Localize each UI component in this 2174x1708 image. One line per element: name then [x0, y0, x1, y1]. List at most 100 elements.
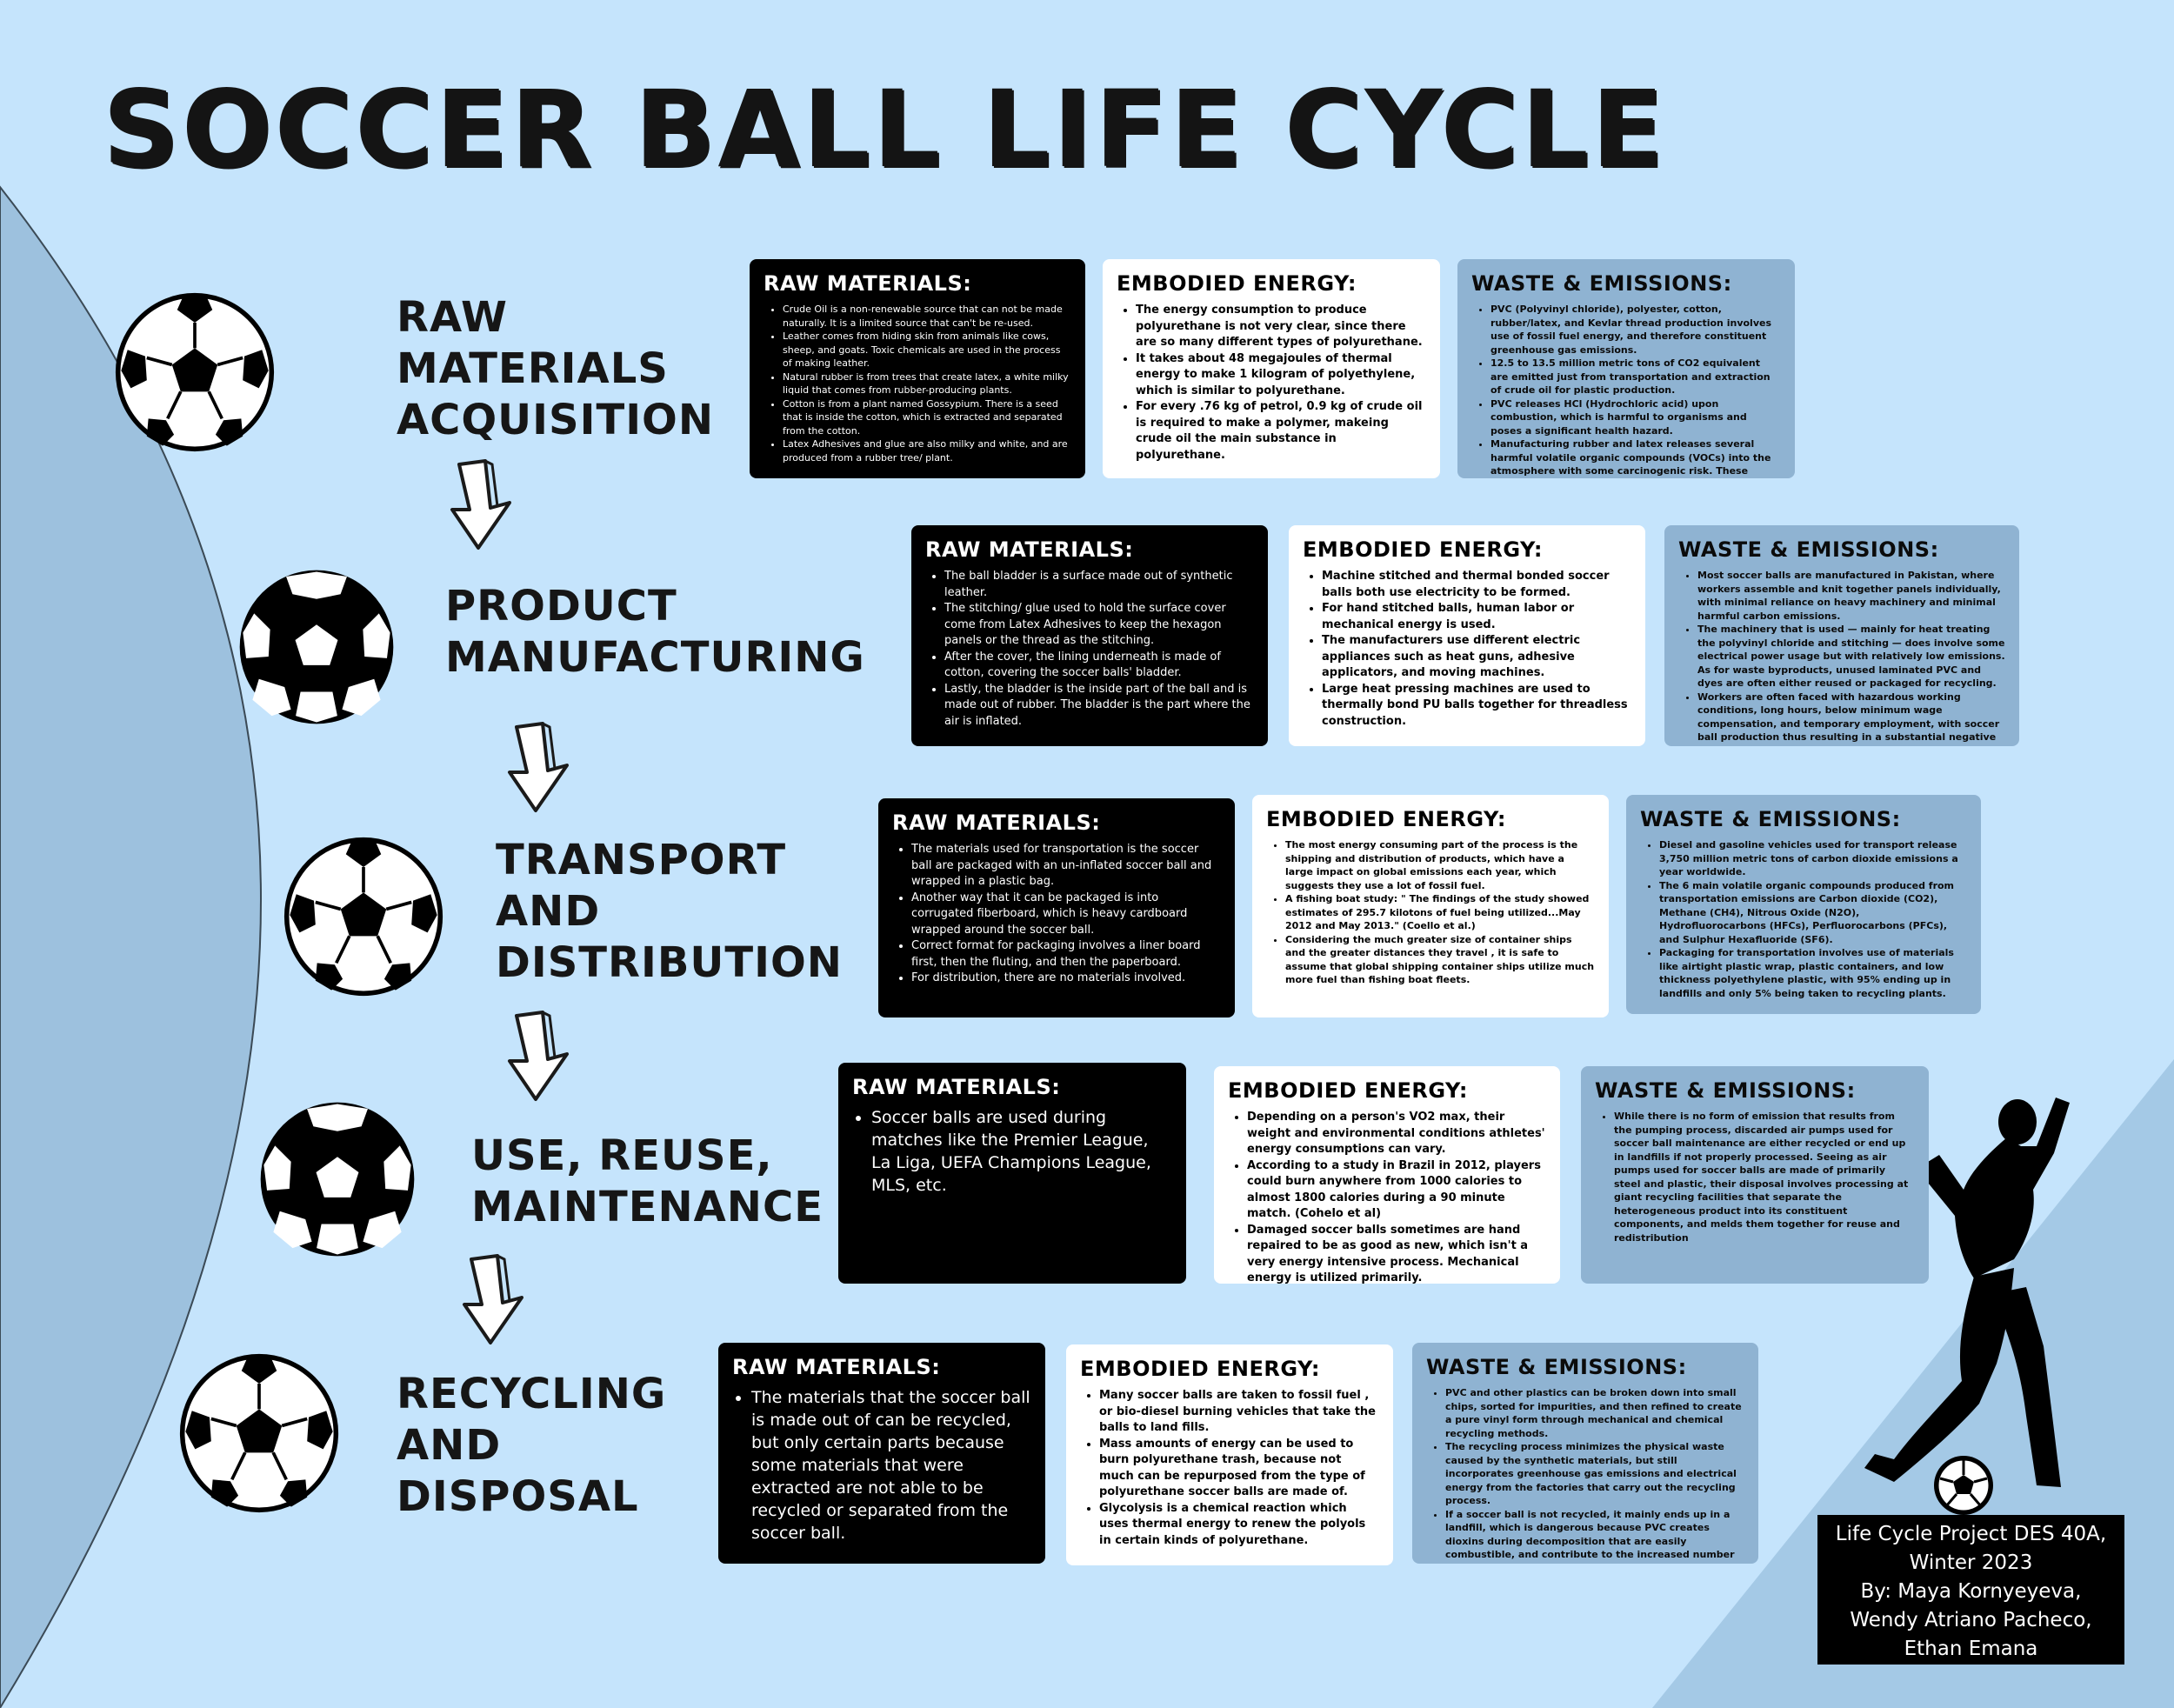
- card-list: PVC and other plastics can be broken dow…: [1426, 1386, 1744, 1564]
- stage4-raw-materials-card: RAW MATERIALS: Soccer balls are used dur…: [838, 1063, 1186, 1284]
- list-item: The 6 main volatile organic compounds pr…: [1659, 879, 1967, 947]
- stage-label-use-reuse-maintenance: USE, REUSE, MAINTENANCE: [471, 1131, 824, 1231]
- list-item: PVC (Polyvinyl chloride), polyester, cot…: [1490, 303, 1781, 357]
- list-item: Most soccer balls are manufactured in Pa…: [1697, 569, 2005, 623]
- stage-label-product-manufacturing: PRODUCT MANUFACTURING: [445, 582, 865, 682]
- credits-box: Life Cycle Project DES 40A, Winter 2023 …: [1817, 1515, 2124, 1665]
- list-item: After the cover, the lining underneath i…: [944, 650, 1254, 682]
- card-heading: WASTE & EMISSIONS:: [1426, 1355, 1687, 1379]
- list-item: According to a study in Brazil in 2012, …: [1247, 1158, 1546, 1223]
- list-item: Another way that it can be packaged is i…: [911, 891, 1221, 939]
- list-item: It takes about 48 megajoules of thermal …: [1136, 351, 1426, 400]
- stage4-waste-emissions-card: WASTE & EMISSIONS: While there is no for…: [1581, 1066, 1929, 1284]
- card-list: Most soccer balls are manufactured in Pa…: [1678, 569, 2005, 746]
- card-list: Diesel and gasoline vehicles used for tr…: [1640, 838, 1967, 1000]
- stage3-raw-materials-card: RAW MATERIALS: The materials used for tr…: [878, 798, 1235, 1017]
- stage4-embodied-energy-card: EMBODIED ENERGY: Depending on a person's…: [1214, 1066, 1560, 1284]
- list-item: Large heat pressing machines are used to…: [1322, 682, 1631, 731]
- list-item: The ball bladder is a surface made out o…: [944, 569, 1254, 601]
- page-title: SOCCER BALL LIFE CYCLE: [103, 68, 1667, 191]
- stage5-raw-materials-card: RAW MATERIALS: The materials that the so…: [718, 1343, 1045, 1564]
- stage2-waste-emissions-card: WASTE & EMISSIONS: Most soccer balls are…: [1664, 525, 2019, 746]
- card-heading: RAW MATERIALS:: [764, 271, 972, 296]
- list-item: Cotton is from a plant named Gossypium. …: [783, 397, 1071, 438]
- card-list: The ball bladder is a surface made out o…: [925, 569, 1254, 730]
- list-item: Lastly, the bladder is the inside part o…: [944, 682, 1254, 731]
- card-heading: EMBODIED ENERGY:: [1266, 807, 1506, 831]
- card-heading: WASTE & EMISSIONS:: [1595, 1078, 1856, 1103]
- list-item: The recycling process minimizes the phys…: [1445, 1440, 1744, 1508]
- list-item: For distribution, there are no materials…: [911, 971, 1221, 987]
- card-heading: WASTE & EMISSIONS:: [1471, 271, 1732, 296]
- list-item: Manufacturing rubber and latex releases …: [1490, 437, 1781, 478]
- list-item: Many soccer balls are taken to fossil fu…: [1099, 1388, 1379, 1437]
- stage-label-raw-materials-acquisition: RAW MATERIALS ACQUISITION: [397, 293, 715, 444]
- down-arrow-icon: [450, 459, 511, 550]
- card-heading: WASTE & EMISSIONS:: [1640, 807, 1901, 831]
- list-item: Depending on a person's VO2 max, their w…: [1247, 1110, 1546, 1158]
- soccer-ball-icon: [283, 837, 443, 997]
- stage-label-transport-distribution: TRANSPORT AND DISTRIBUTION: [496, 836, 843, 987]
- card-list: Many soccer balls are taken to fossil fu…: [1080, 1388, 1379, 1549]
- list-item: PVC and other plastics can be broken dow…: [1445, 1386, 1744, 1440]
- card-list: Depending on a person's VO2 max, their w…: [1228, 1110, 1546, 1284]
- down-arrow-icon: [463, 1254, 523, 1344]
- down-arrow-icon: [508, 1011, 569, 1101]
- list-item: The most energy consuming part of the pr…: [1285, 838, 1595, 892]
- list-item: A fishing boat study: " The findings of …: [1285, 892, 1595, 933]
- stage3-waste-emissions-card: WASTE & EMISSIONS: Diesel and gasoline v…: [1626, 795, 1981, 1014]
- list-item: Considering the much greater size of con…: [1285, 933, 1595, 987]
- list-item: Workers are often faced with hazardous w…: [1697, 691, 2005, 747]
- list-item: Glycolysis is a chemical reaction which …: [1099, 1501, 1379, 1550]
- card-list: Machine stitched and thermal bonded socc…: [1303, 569, 1631, 730]
- list-item: For hand stitched balls, human labor or …: [1322, 601, 1631, 633]
- list-item: Packaging for transportation involves us…: [1659, 946, 1967, 1000]
- list-item: Latex Adhesives and glue are also milky …: [783, 437, 1071, 464]
- card-list: The materials used for transportation is…: [892, 842, 1221, 987]
- card-heading: WASTE & EMISSIONS:: [1678, 537, 1939, 562]
- list-item: 12.5 to 13.5 million metric tons of CO2 …: [1490, 357, 1781, 397]
- card-heading: EMBODIED ENERGY:: [1117, 271, 1357, 296]
- card-list: The most energy consuming part of the pr…: [1266, 838, 1595, 987]
- soccer-ball-icon: [260, 1102, 415, 1257]
- card-heading: RAW MATERIALS:: [732, 1355, 941, 1379]
- stage1-raw-materials-card: RAW MATERIALS: Crude Oil is a non-renewa…: [750, 259, 1085, 478]
- list-item: Machine stitched and thermal bonded socc…: [1322, 569, 1631, 601]
- stage-label-recycling-disposal: RECYCLING AND DISPOSAL: [397, 1370, 667, 1521]
- card-list: The energy consumption to produce polyur…: [1117, 303, 1426, 464]
- card-list: The materials that the soccer ball is ma…: [732, 1386, 1031, 1545]
- list-item: Leather comes from hiding skin from anim…: [783, 330, 1071, 370]
- list-item: Correct format for packaging involves a …: [911, 938, 1221, 971]
- card-list: Soccer balls are used during matches lik…: [852, 1106, 1172, 1197]
- card-heading: EMBODIED ENERGY:: [1080, 1357, 1320, 1381]
- card-heading: RAW MATERIALS:: [852, 1075, 1061, 1099]
- card-list: While there is no form of emission that …: [1595, 1110, 1915, 1244]
- list-item: For every .76 kg of petrol, 0.9 kg of cr…: [1136, 399, 1426, 464]
- list-item: Soccer balls are used during matches lik…: [871, 1106, 1172, 1197]
- list-item: PVC releases HCl (Hydrochloric acid) upo…: [1490, 397, 1781, 438]
- list-item: The manufacturers use different electric…: [1322, 633, 1631, 682]
- down-arrow-icon: [508, 722, 569, 812]
- list-item: Mass amounts of energy can be used to bu…: [1099, 1437, 1379, 1501]
- list-item: While there is no form of emission that …: [1614, 1110, 1915, 1244]
- card-heading: RAW MATERIALS:: [925, 537, 1134, 562]
- list-item: If a soccer ball is not recycled, it mai…: [1445, 1508, 1744, 1565]
- list-item: The energy consumption to produce polyur…: [1136, 303, 1426, 351]
- card-heading: EMBODIED ENERGY:: [1228, 1078, 1468, 1103]
- stage1-waste-emissions-card: WASTE & EMISSIONS: PVC (Polyvinyl chlori…: [1457, 259, 1795, 478]
- stage1-embodied-energy-card: EMBODIED ENERGY: The energy consumption …: [1103, 259, 1440, 478]
- stage2-raw-materials-card: RAW MATERIALS: The ball bladder is a sur…: [911, 525, 1268, 746]
- soccer-ball-icon: [179, 1353, 339, 1513]
- list-item: The materials that the soccer ball is ma…: [751, 1386, 1031, 1545]
- list-item: Damaged soccer balls sometimes are hand …: [1247, 1223, 1546, 1284]
- card-list: Crude Oil is a non-renewable source that…: [764, 303, 1071, 464]
- list-item: Natural rubber is from trees that create…: [783, 370, 1071, 397]
- card-list: PVC (Polyvinyl chloride), polyester, cot…: [1471, 303, 1781, 478]
- card-heading: RAW MATERIALS:: [892, 811, 1101, 835]
- stage3-embodied-energy-card: EMBODIED ENERGY: The most energy consumi…: [1252, 795, 1609, 1017]
- soccer-ball-icon: [115, 292, 275, 452]
- list-item: Diesel and gasoline vehicles used for tr…: [1659, 838, 1967, 879]
- stage2-embodied-energy-card: EMBODIED ENERGY: Machine stitched and th…: [1289, 525, 1645, 746]
- list-item: Crude Oil is a non-renewable source that…: [783, 303, 1071, 330]
- stage5-waste-emissions-card: WASTE & EMISSIONS: PVC and other plastic…: [1412, 1343, 1758, 1564]
